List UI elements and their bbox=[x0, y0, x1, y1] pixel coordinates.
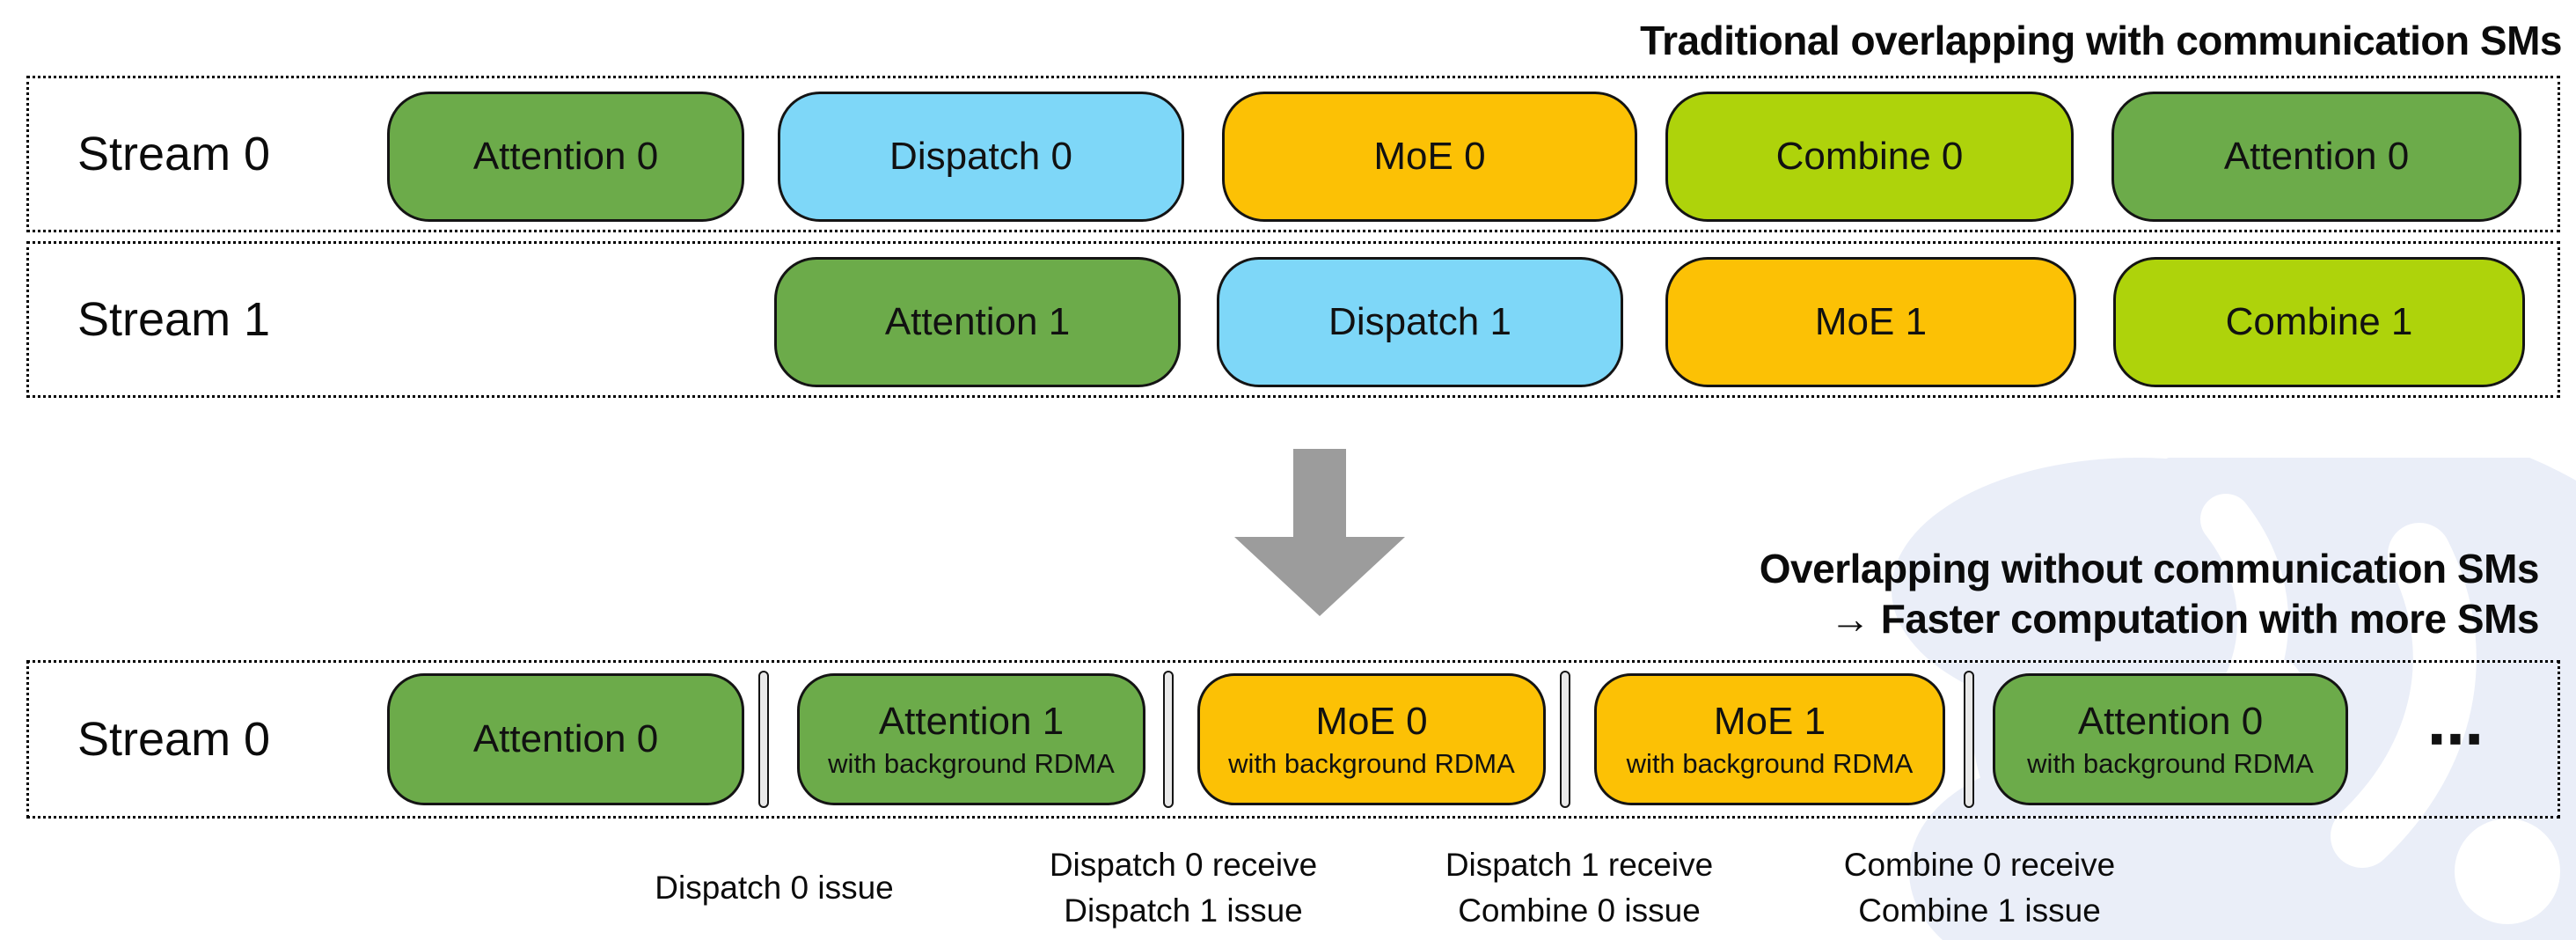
annotation-line: Combine 0 receive bbox=[1843, 847, 2116, 883]
block-attention0-rdma: Attention 0 with background RDMA bbox=[1993, 673, 2348, 805]
annotation-line: Combine 0 issue bbox=[1458, 892, 1701, 929]
bottom-title-line2: → Faster computation with more SMs bbox=[1830, 596, 2540, 642]
block-attention0: Attention 0 bbox=[387, 673, 744, 805]
stream-divider bbox=[1560, 671, 1570, 808]
annotation-line: Dispatch 0 receive bbox=[1049, 847, 1318, 883]
block-label: Dispatch 1 bbox=[1328, 300, 1511, 343]
block-combine0: Combine 0 bbox=[1665, 92, 2074, 222]
block-moe0-rdma: MoE 0 with background RDMA bbox=[1197, 673, 1546, 805]
block-sublabel: with background RDMA bbox=[828, 747, 1115, 779]
block-label: MoE 0 bbox=[1373, 135, 1486, 178]
block-label: Attention 0 bbox=[472, 135, 659, 178]
block-label: Attention 1 bbox=[884, 300, 1071, 343]
block-attention1-rdma: Attention 1 with background RDMA bbox=[797, 673, 1145, 805]
block-sublabel: with background RDMA bbox=[1626, 747, 1914, 779]
annotation-line: Combine 1 issue bbox=[1858, 892, 2101, 929]
stream-divider bbox=[758, 671, 769, 808]
lane-stream1-traditional: Stream 1 Attention 1 Dispatch 1 MoE 1 Co… bbox=[26, 241, 2560, 398]
stream-label: Stream 0 bbox=[77, 128, 271, 180]
down-arrow-icon bbox=[1234, 449, 1405, 616]
block-attention0-next: Attention 0 bbox=[2111, 92, 2521, 222]
annotation-line: Dispatch 1 issue bbox=[1064, 892, 1303, 929]
block-moe0: MoE 0 bbox=[1222, 92, 1637, 222]
block-label: Attention 1 bbox=[878, 699, 1065, 743]
block-label: MoE 1 bbox=[1814, 300, 1928, 343]
annotation-line: Dispatch 1 receive bbox=[1445, 847, 1714, 883]
block-combine1: Combine 1 bbox=[2113, 257, 2525, 387]
annotation-dispatch0-receive: Dispatch 0 receive Dispatch 1 issue bbox=[981, 842, 1386, 934]
annotation-line: Dispatch 0 issue bbox=[655, 870, 894, 906]
block-label: Combine 1 bbox=[2225, 300, 2413, 343]
block-label: Attention 0 bbox=[2077, 699, 2264, 743]
top-section-title: Traditional overlapping with communicati… bbox=[1640, 18, 2562, 63]
block-attention0: Attention 0 bbox=[387, 92, 744, 222]
watermark-logo-icon bbox=[1892, 458, 2576, 940]
block-sublabel: with background RDMA bbox=[2027, 747, 2314, 779]
block-label: MoE 0 bbox=[1315, 699, 1428, 743]
bottom-section-title: Overlapping without communication SMs → … bbox=[1759, 544, 2540, 644]
bottom-title-line1: Overlapping without communication SMs bbox=[1759, 546, 2540, 591]
block-label: Dispatch 0 bbox=[889, 135, 1072, 178]
annotation-dispatch0-issue: Dispatch 0 issue bbox=[572, 865, 977, 911]
block-label: Attention 0 bbox=[2223, 135, 2410, 178]
block-moe1: MoE 1 bbox=[1665, 257, 2076, 387]
stream-divider bbox=[1964, 671, 1974, 808]
block-moe1-rdma: MoE 1 with background RDMA bbox=[1594, 673, 1945, 805]
block-dispatch1: Dispatch 1 bbox=[1217, 257, 1623, 387]
stream-label: Stream 1 bbox=[77, 293, 271, 346]
block-dispatch0: Dispatch 0 bbox=[778, 92, 1184, 222]
block-label: MoE 1 bbox=[1713, 699, 1826, 743]
block-attention1: Attention 1 bbox=[774, 257, 1181, 387]
lane-stream0-overlapped: Stream 0 Attention 0 Attention 1 with ba… bbox=[26, 660, 2560, 819]
annotation-combine0-receive: Combine 0 receive Combine 1 issue bbox=[1777, 842, 2182, 934]
lane-stream0-traditional: Stream 0 Attention 0 Dispatch 0 MoE 0 Co… bbox=[26, 76, 2560, 232]
stream-label: Stream 0 bbox=[77, 713, 271, 766]
block-label: Attention 0 bbox=[472, 717, 659, 760]
block-label: Combine 0 bbox=[1775, 135, 1964, 178]
annotation-dispatch1-receive: Dispatch 1 receive Combine 0 issue bbox=[1377, 842, 1782, 934]
continuation-ellipsis: ⋯ bbox=[2427, 707, 2487, 771]
block-sublabel: with background RDMA bbox=[1228, 747, 1515, 779]
stream-divider bbox=[1163, 671, 1174, 808]
